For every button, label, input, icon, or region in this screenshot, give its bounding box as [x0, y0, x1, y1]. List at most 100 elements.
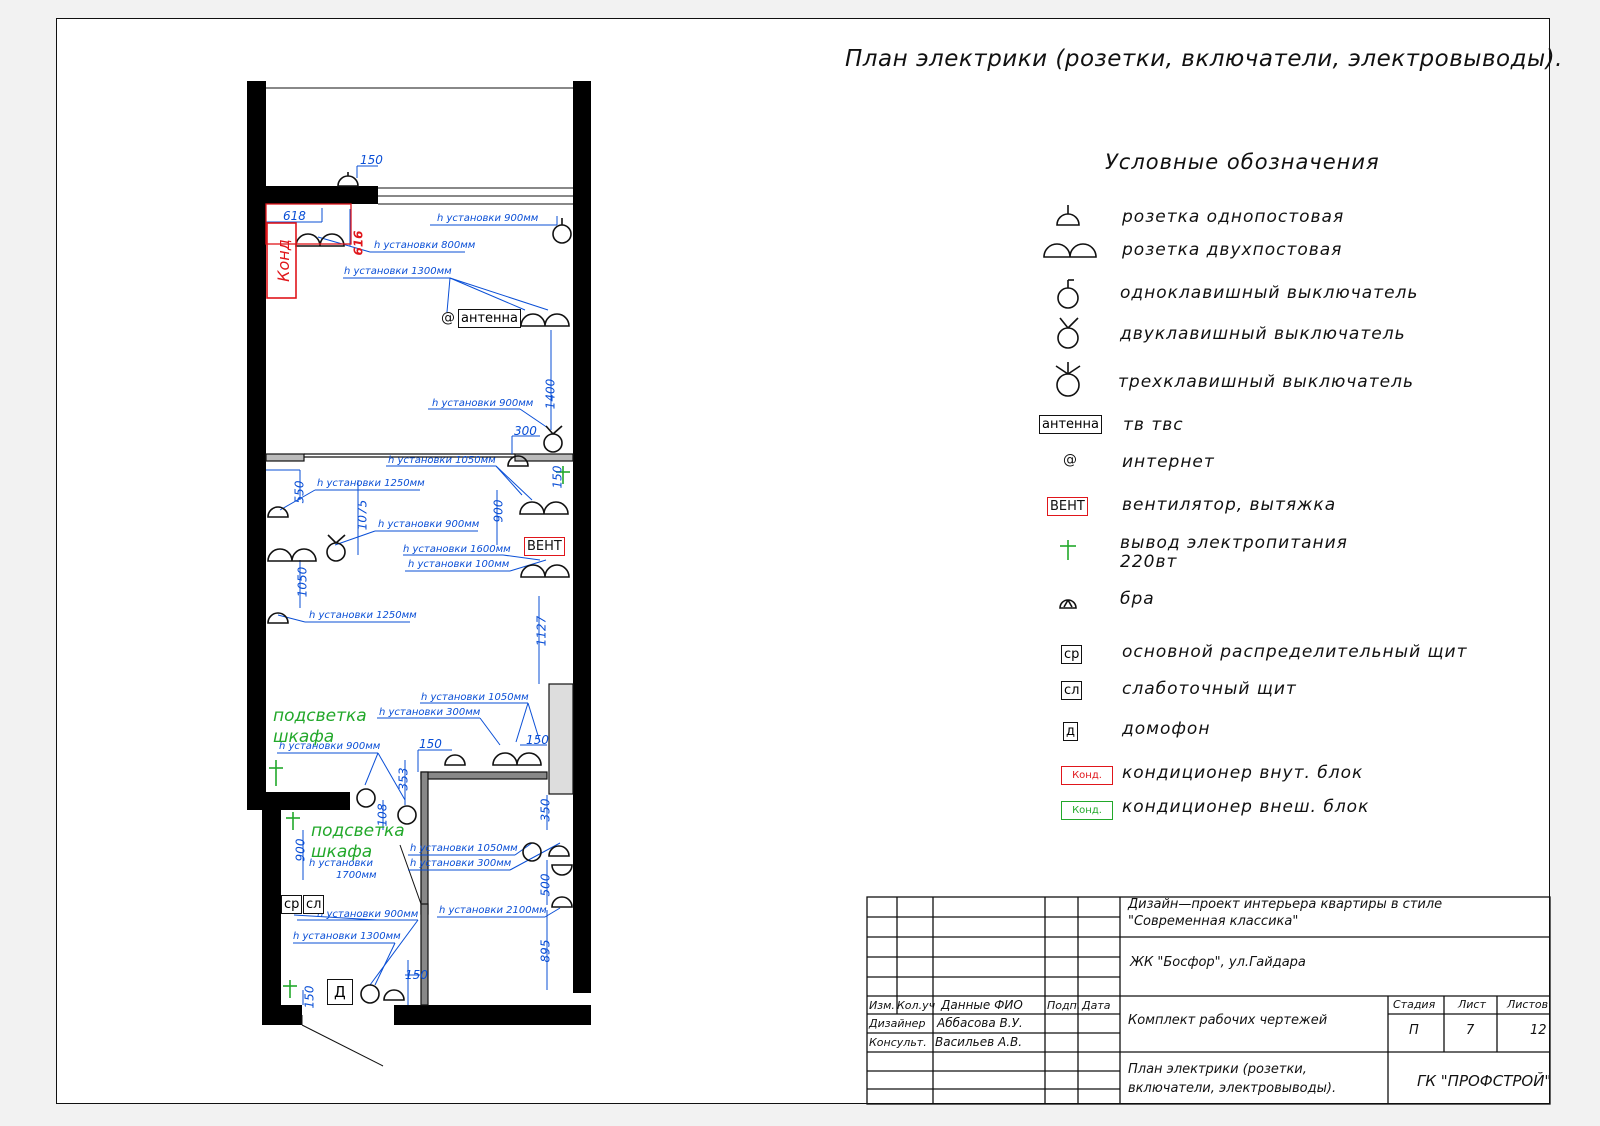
cabinet-light-label: подсветка	[273, 706, 367, 726]
single-socket-icon	[383, 989, 405, 1001]
height-note: h установки 1600мм	[403, 544, 511, 555]
legend-label: домофон	[1122, 719, 1211, 739]
height-note: h установки 900мм	[432, 398, 534, 409]
plan-symbols	[267, 172, 573, 1004]
wall-right	[573, 81, 591, 993]
legend-label: вывод электропитания	[1120, 533, 1348, 553]
double-switch-icon	[326, 542, 346, 562]
legend-outlet	[1060, 540, 1076, 560]
legend-label: одноклавишный выключатель	[1120, 283, 1419, 303]
height-note: h установки 1250мм	[309, 610, 417, 621]
dimension-label: 1050	[295, 566, 310, 598]
legend-label: бра	[1120, 589, 1155, 609]
cabinet-light-label: шкафа	[273, 727, 335, 747]
double-switch-icon	[543, 433, 563, 453]
legend-lowcurrent-panel-box: сл	[1061, 681, 1083, 700]
walls	[247, 81, 591, 1025]
height-note: h установки 300мм	[410, 858, 512, 869]
legend-double-socket	[1043, 243, 1097, 258]
tb-set: Комплект рабочих чертежей	[1128, 1013, 1328, 1028]
tb-stage: П	[1409, 1023, 1419, 1038]
height-note: h установки 300мм	[379, 707, 481, 718]
dimension-label: 150	[550, 465, 565, 489]
tb-name: Аббасова В.У.	[937, 1016, 1023, 1030]
wall-hall-left	[262, 810, 281, 1018]
height-note: h установки 1050мм	[410, 843, 518, 854]
tb-header-koluch: Кол.уч	[897, 999, 936, 1012]
shaft	[548, 683, 574, 795]
height-note: h установки 900мм	[317, 909, 419, 920]
single-socket-icon	[507, 455, 529, 467]
plan-title: План электрики (розетки, включатели, эле…	[845, 46, 1563, 72]
tb-header-izm: Изм.	[869, 999, 895, 1012]
title-block-grid	[866, 896, 1551, 1105]
dimension-label: 350	[538, 798, 553, 822]
legend-title: Условные обозначения	[1105, 150, 1380, 174]
single-switch-icon	[522, 842, 542, 862]
partition-hall	[420, 903, 429, 1006]
double-socket-icon	[295, 233, 345, 247]
cabinet-light-label: подсветка	[311, 821, 405, 841]
legend-label: розетка двухпостовая	[1122, 240, 1343, 260]
ac-outline	[265, 203, 352, 245]
partition-kitchen-top	[420, 771, 548, 780]
wall-bottom-right	[394, 1005, 591, 1025]
power-outlet-icon	[286, 812, 300, 830]
height-note: h установки 1300мм	[344, 266, 452, 277]
height-note: h установки 1050мм	[388, 455, 496, 466]
double-socket-icon	[492, 752, 542, 766]
dimension-label: 900	[491, 499, 506, 523]
dimension-label: 150	[419, 737, 442, 751]
height-note: h установки 1300мм	[293, 931, 401, 942]
main-panel: ср	[281, 895, 303, 914]
legend-label: трехклавишный выключатель	[1118, 372, 1414, 392]
double-switch-icon	[397, 805, 417, 825]
dimension-label: 550	[292, 480, 307, 504]
legend-label-2: 220вт	[1120, 552, 1178, 572]
legend-main-panel-box: ср	[1061, 645, 1083, 664]
double-socket-icon	[519, 501, 569, 515]
wall-bottom-left	[262, 1005, 302, 1025]
balcony-lines	[266, 87, 573, 205]
dimension-label: 1075	[355, 499, 370, 531]
tb-stage-label: Стадия	[1393, 998, 1436, 1011]
legend-label: тв твс	[1123, 415, 1184, 435]
dimension-label: 1400	[543, 378, 558, 410]
height-note: h установки 900мм	[437, 213, 539, 224]
double-socket-icon	[520, 313, 570, 327]
dimension-label: 353	[396, 767, 411, 791]
height-note: h установки 1250мм	[317, 478, 425, 489]
legend-label: основной распределительный щит	[1122, 642, 1468, 662]
legend-label: кондиционер внеш. блок	[1122, 797, 1370, 817]
project-name: Дизайн—проект интерьера квартиры в стиле	[1128, 897, 1443, 912]
height-note: h установки	[309, 858, 373, 869]
ac-indoor-label: Конд	[273, 239, 293, 282]
height-note: h установки 1050мм	[421, 692, 529, 703]
tb-sheets-label: Листов	[1507, 998, 1549, 1011]
sconce-icon	[551, 864, 573, 876]
legend-label: вентилятор, вытяжка	[1122, 495, 1337, 515]
legend-intercom-box: д	[1063, 722, 1078, 741]
legend-ac-outdoor-box: Конд.	[1061, 801, 1113, 820]
wall-balcony	[266, 186, 378, 204]
leader-lines	[266, 165, 561, 1005]
partitions	[265, 453, 574, 1006]
tb-sheet-label: Лист	[1458, 998, 1486, 1011]
dimension-label: 150	[526, 733, 549, 747]
dimension-label: 616	[351, 230, 366, 256]
height-note: h установки 2100мм	[439, 905, 547, 916]
legend-label: слаботочный щит	[1122, 679, 1297, 699]
legend-antenna-box: антенна	[1039, 415, 1103, 434]
antenna-socket: антенна	[458, 309, 522, 328]
double-switch-icon	[356, 788, 376, 808]
tb-sheet-title-2: включатели, электровыводы).	[1128, 1081, 1337, 1096]
tb-sheets: 12	[1530, 1023, 1547, 1038]
legend-double-switch	[1057, 327, 1079, 349]
dimension-label: 618	[283, 209, 306, 223]
sconce-icon	[267, 506, 289, 518]
double-socket-icon	[267, 548, 317, 562]
legend-sconce	[1059, 599, 1077, 609]
legend-single-socket	[1056, 213, 1080, 226]
legend-vent-box: ВЕНТ	[1047, 497, 1088, 516]
